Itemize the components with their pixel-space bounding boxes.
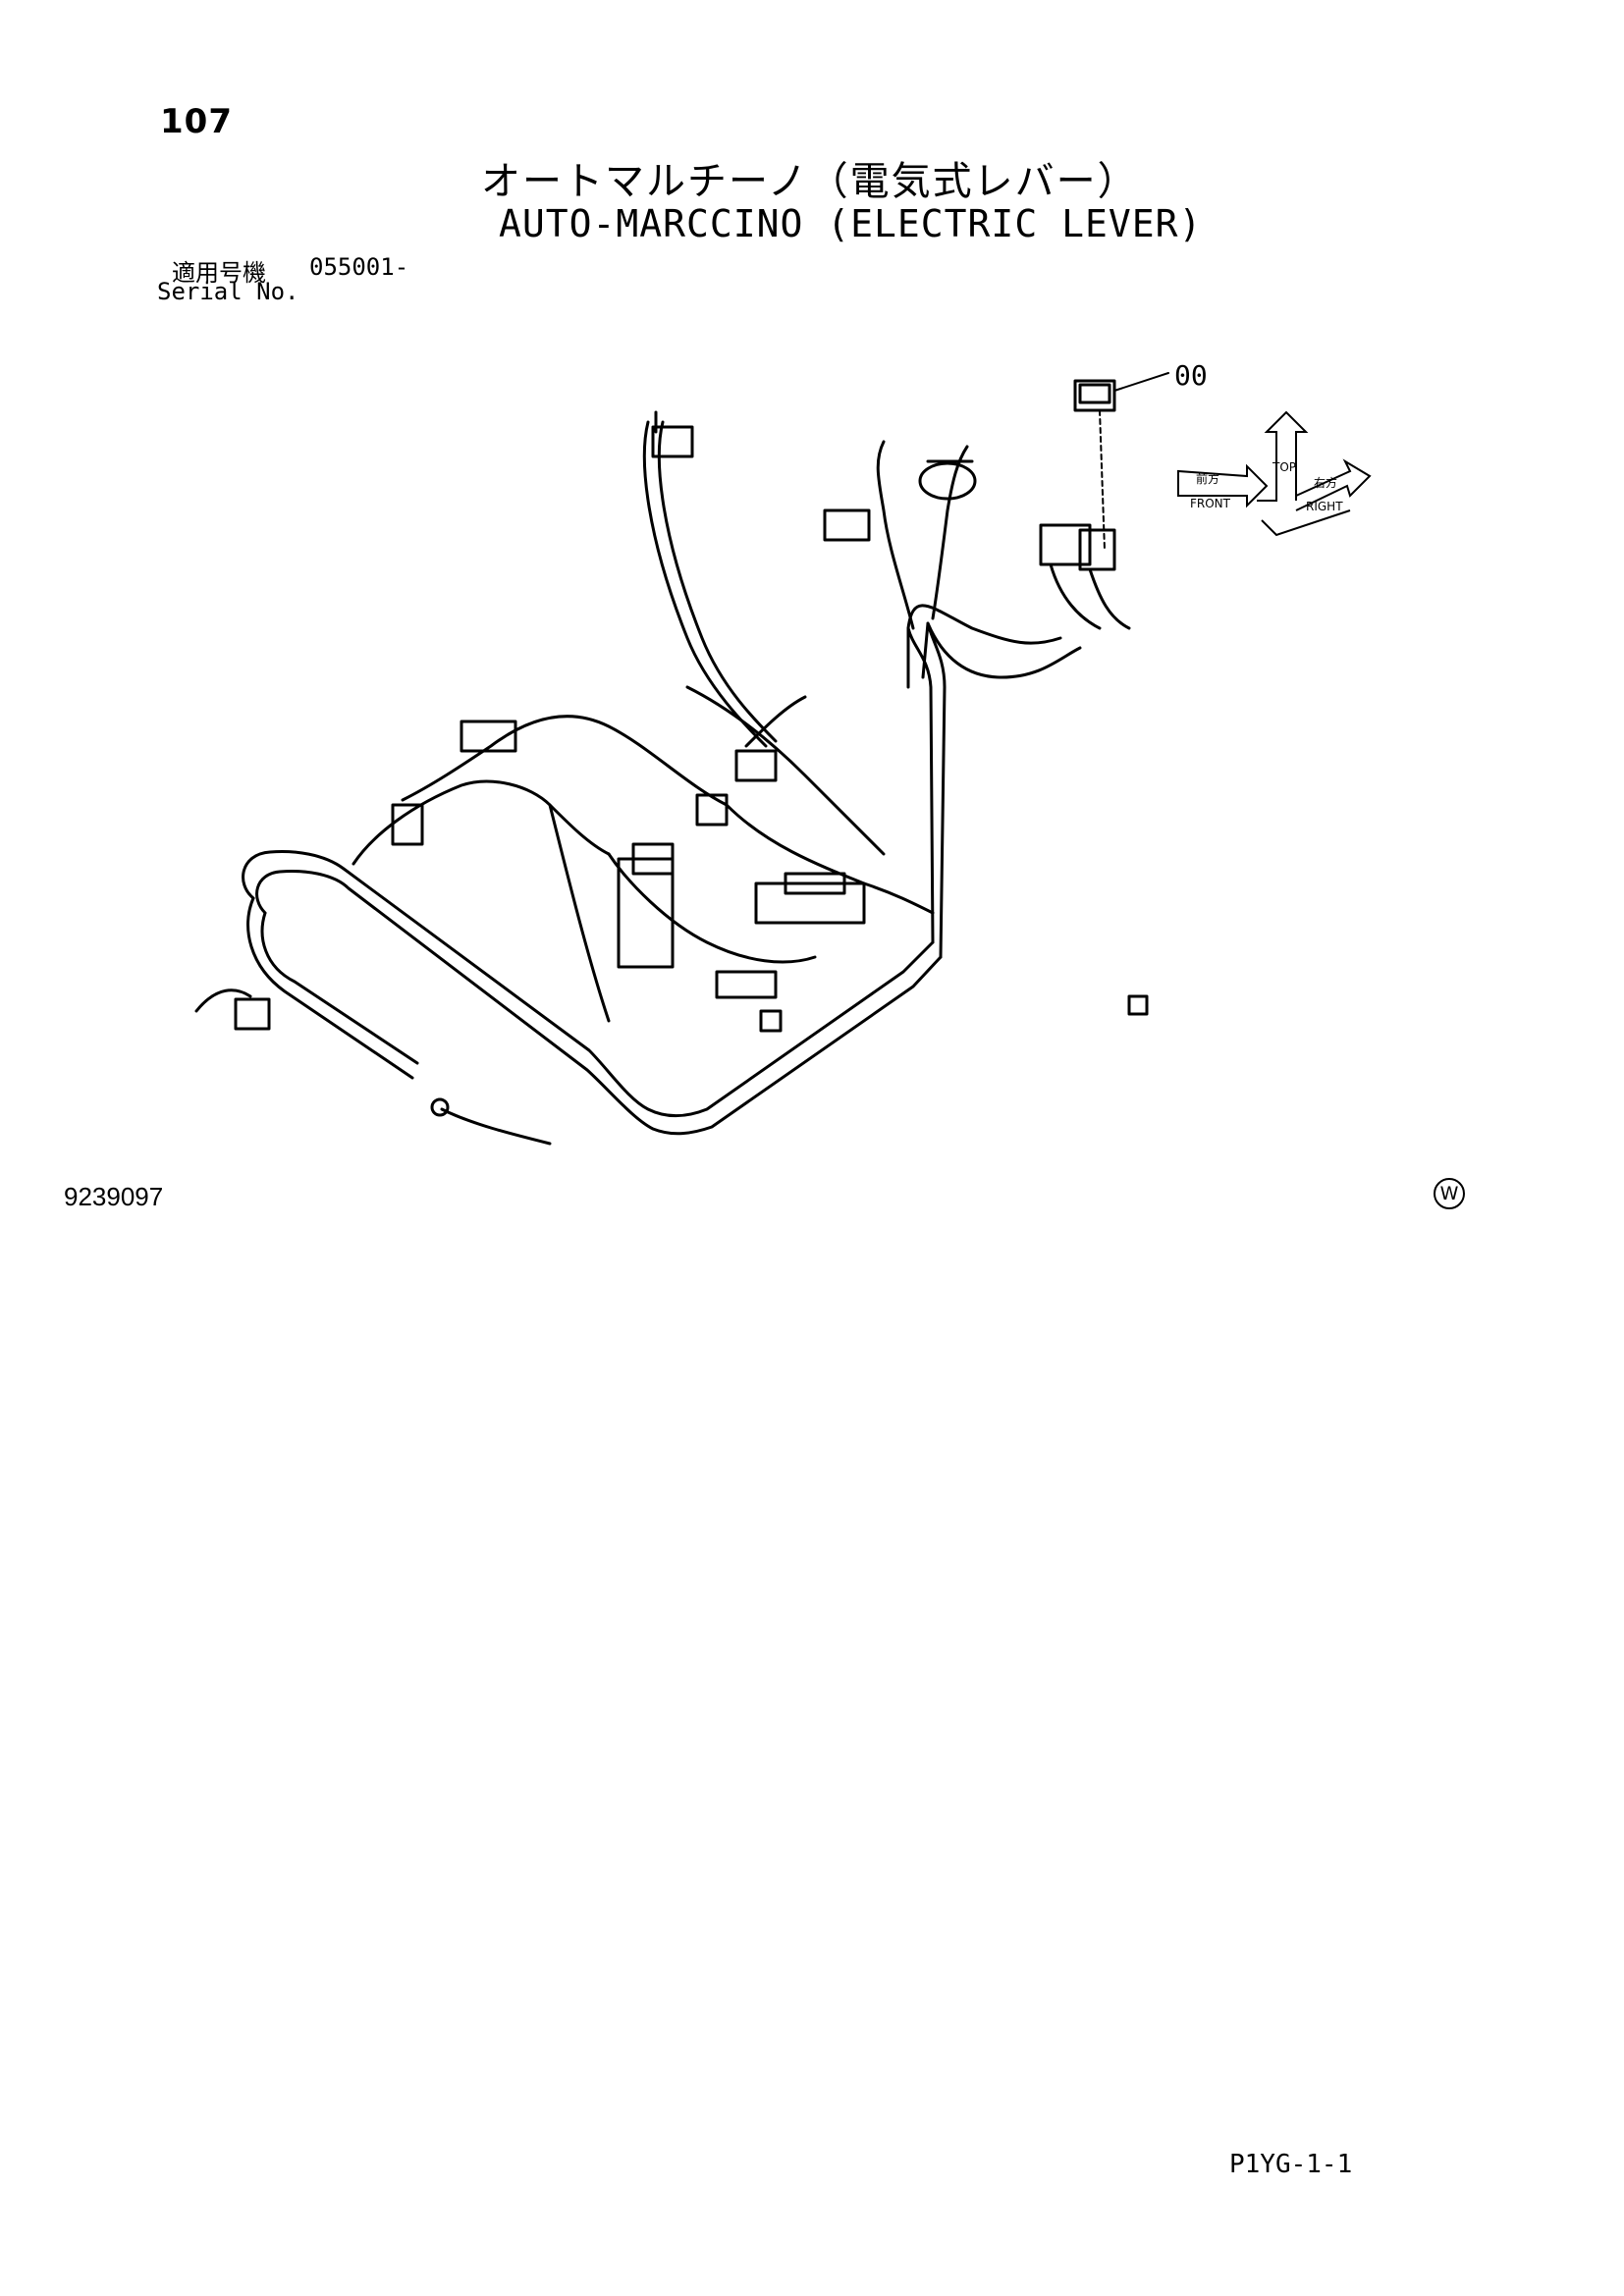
callout-leader-00 (1113, 372, 1169, 392)
title-japanese: オートマルチーノ（電気式レバー） (481, 159, 1139, 204)
serial-label-japanese: 適用号機 (172, 259, 266, 287)
drawing-number: 9239097 (64, 1182, 164, 1211)
orientation-front-jp-label: 前方 (1196, 471, 1219, 486)
orientation-right-jp-label: 右方 (1314, 475, 1337, 490)
serial-label-english: Serial No. (157, 278, 299, 305)
serial-number: 055001- (309, 253, 409, 281)
page-number: 107 (160, 102, 233, 141)
switch-part-00 (1073, 379, 1116, 412)
connector-left-top (460, 720, 517, 753)
connector-center-block (617, 857, 675, 969)
connector-top-plug (651, 425, 694, 458)
ground-terminal (430, 1097, 450, 1117)
orientation-top-label: TOP (1272, 460, 1296, 474)
orientation-right-label: RIGHT (1306, 500, 1343, 513)
page-code: P1YG-1-1 (1229, 2150, 1353, 2179)
sensor-cylinder (918, 461, 977, 501)
wiring-harness-diagram: FRONT 前方 TOP RIGHT 右方 (194, 372, 1372, 1146)
orientation-front-label: FRONT (1190, 497, 1231, 510)
callout-label-00: 00 (1174, 359, 1208, 392)
title-english: AUTO-MARCCINO (ELECTRIC LEVER) (499, 202, 1203, 245)
orientation-indicator: FRONT 前方 TOP RIGHT 右方 (1177, 410, 1372, 537)
harness-main-loop (242, 850, 935, 1118)
harness-right-trunk (906, 626, 935, 944)
w-mark-symbol: W (1434, 1178, 1465, 1209)
